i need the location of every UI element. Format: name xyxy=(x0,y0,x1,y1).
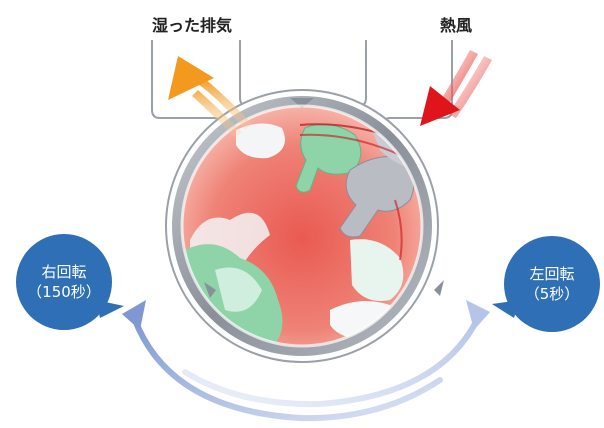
left-rotation-label: 左回転 xyxy=(529,265,575,283)
cloth-green-top xyxy=(295,123,362,193)
right-rotation-text: 右回転 （150秒） xyxy=(21,262,107,302)
exhaust-label: 湿った排気 xyxy=(152,16,233,35)
left-rotation-duration: （5秒） xyxy=(524,285,580,303)
left-rotation-text: 左回転 （5秒） xyxy=(509,264,595,304)
rotation-arrow-left xyxy=(132,317,443,422)
drum-baffle-top xyxy=(290,98,314,108)
right-rotation-duration: （150秒） xyxy=(27,283,101,301)
cloth-white-left xyxy=(236,123,285,159)
drum xyxy=(172,96,444,356)
right-rotation-label: 右回転 xyxy=(41,263,87,281)
rotation-arrow-right xyxy=(182,315,481,408)
drum-baffle-left xyxy=(204,282,216,298)
cloth-mint xyxy=(215,267,262,312)
cloth-white-right xyxy=(350,239,404,301)
hot-air-arrow xyxy=(420,50,492,126)
rotation-arcs xyxy=(122,300,490,422)
bubble-left-rotation xyxy=(492,236,600,332)
hot-air-label: 熱風 xyxy=(440,16,473,35)
exhaust-arrow xyxy=(168,56,252,138)
bubble-right-rotation xyxy=(16,234,124,330)
drum-baffle-right xyxy=(434,280,444,296)
